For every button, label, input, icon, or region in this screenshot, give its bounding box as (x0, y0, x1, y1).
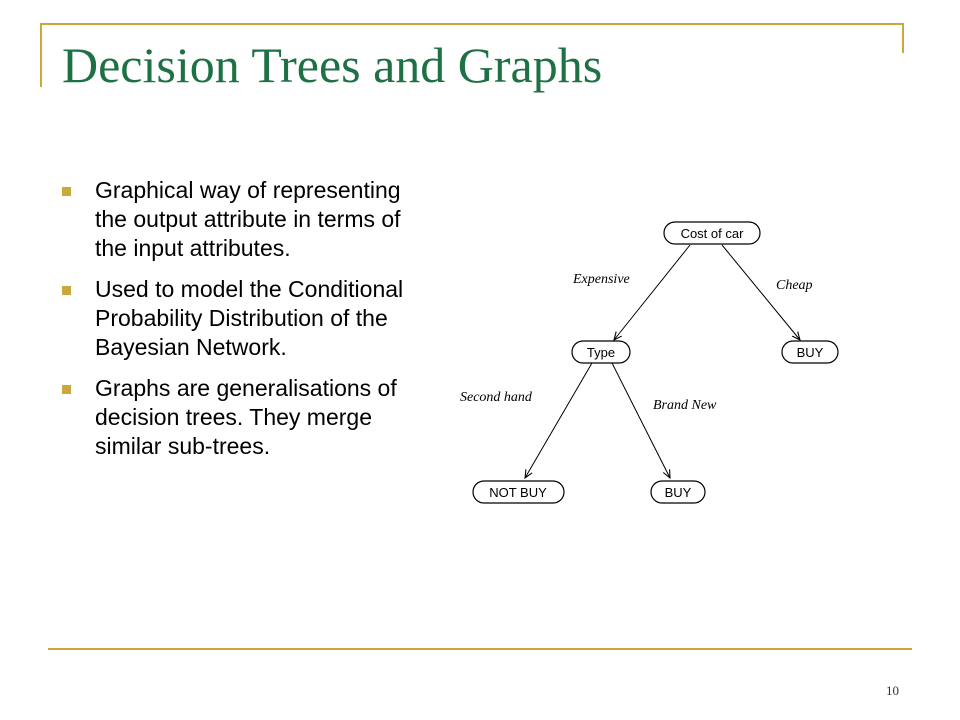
node-buy-cheap: BUY (781, 340, 839, 364)
edge-label-second-hand: Second hand (460, 390, 533, 405)
bullet-item: Graphical way of representing the output… (62, 176, 422, 263)
frame-right-line (902, 23, 904, 53)
page-number: 10 (886, 683, 899, 698)
node-cost-of-car: Cost of car (663, 221, 761, 245)
bullet-text: Used to model the Conditional Probabilit… (95, 276, 404, 360)
edge-label-brand-new: Brand New (653, 398, 717, 413)
slide-title: Decision Trees and Graphs (62, 37, 603, 93)
frame-bottom-line (48, 648, 912, 650)
edge-label-cheap: Cheap (776, 278, 813, 293)
node-label: BUY (665, 485, 692, 500)
square-bullet-icon (62, 187, 71, 196)
node-label: BUY (797, 345, 824, 360)
node-label: Type (587, 345, 615, 360)
node-buy-new: BUY (650, 480, 706, 504)
edge-label-expensive: Expensive (572, 272, 630, 287)
node-label: Cost of car (681, 226, 745, 241)
edge-second-hand (525, 362, 593, 478)
edge-cheap (721, 244, 800, 340)
frame-left-line (40, 23, 42, 87)
bullet-text: Graphical way of representing the output… (95, 177, 401, 261)
node-label: NOT BUY (489, 485, 547, 500)
frame-top-line (40, 23, 904, 25)
edge-brand-new (611, 362, 670, 478)
edge-expensive (614, 244, 691, 340)
square-bullet-icon (62, 286, 71, 295)
square-bullet-icon (62, 385, 71, 394)
node-not-buy: NOT BUY (472, 480, 565, 504)
bullet-item: Used to model the Conditional Probabilit… (62, 275, 422, 362)
bullet-list: Graphical way of representing the output… (62, 176, 422, 473)
node-type: Type (571, 340, 631, 364)
bullet-text: Graphs are generalisations of decision t… (95, 375, 397, 459)
bullet-item: Graphs are generalisations of decision t… (62, 374, 422, 461)
